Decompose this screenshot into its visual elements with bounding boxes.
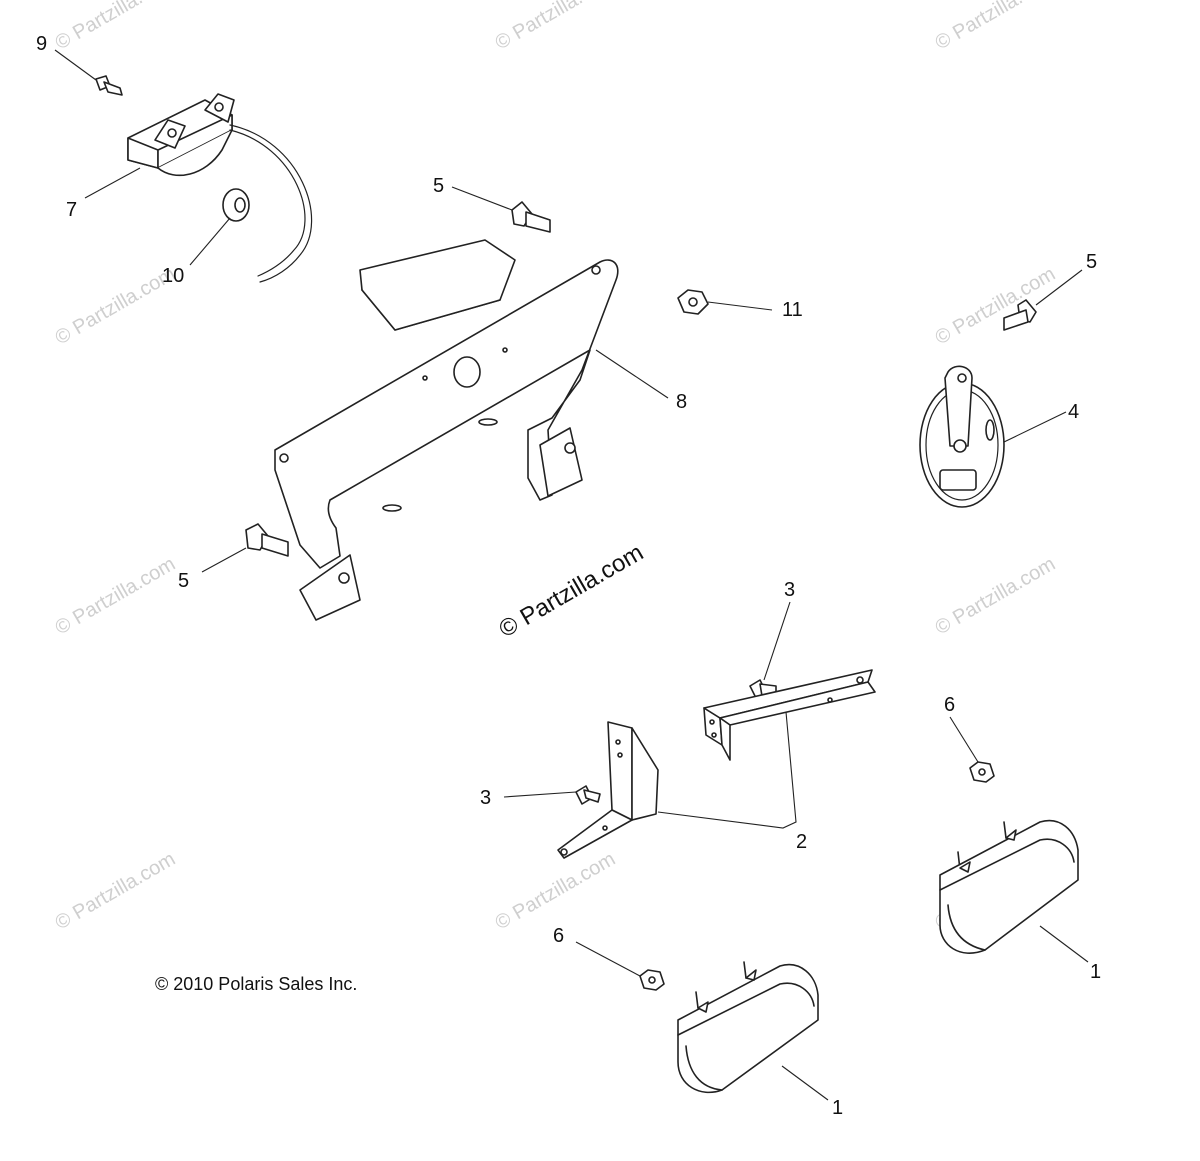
watermark-6: © Partzilla.com — [932, 263, 1060, 349]
part-3-bolt-lower — [575, 785, 601, 805]
part-1-lamp-lower — [677, 961, 819, 1094]
part-5-bolt-top — [511, 201, 551, 233]
callout-11: 11 — [782, 299, 803, 321]
part-9-bolt — [95, 75, 123, 96]
callout-8: 8 — [676, 391, 687, 413]
callout-7: 7 — [66, 199, 77, 221]
callout-5-right: 5 — [1086, 251, 1097, 273]
part-1-lamp-right — [939, 819, 1079, 954]
part-7-module — [127, 93, 313, 283]
callout-3-upper: 3 — [784, 579, 795, 601]
part-10-grommet — [222, 188, 250, 222]
copyright-text: © 2010 Polaris Sales Inc. — [155, 974, 357, 994]
part-2-bracket-lower — [557, 721, 659, 859]
callout-4: 4 — [1068, 401, 1079, 423]
callout-5-top: 5 — [433, 175, 444, 197]
watermark-10: © Partzilla.com — [492, 848, 620, 934]
watermark-2: © Partzilla.com — [492, 0, 620, 54]
watermark-8: © Partzilla.com — [932, 553, 1060, 639]
watermark-7: © Partzilla.com — [52, 553, 180, 639]
callout-1-lower: 1 — [832, 1097, 843, 1119]
part-5-bolt-right — [1003, 299, 1037, 331]
callout-1-right: 1 — [1090, 961, 1101, 983]
callouts: 9 7 10 5 11 8 5 4 5 3 3 6 2 6 1 1 — [36, 33, 1101, 1119]
watermark-1: © Partzilla.com — [52, 0, 180, 54]
leader-lines — [54, 49, 1089, 1101]
callout-3-lower: 3 — [480, 787, 491, 809]
part-5-bolt-left — [245, 523, 289, 557]
part-6-nut-lower — [639, 969, 665, 991]
part-2-bracket-upper — [703, 669, 876, 761]
watermark-3: © Partzilla.com — [932, 0, 1060, 54]
callout-6-lower: 6 — [553, 925, 564, 947]
callout-10: 10 — [162, 265, 184, 287]
callout-2: 2 — [796, 831, 807, 853]
part-8-bracket — [274, 239, 619, 621]
part-4-horn — [919, 365, 1005, 508]
callout-5-left: 5 — [178, 570, 189, 592]
watermark-4: © Partzilla.com — [52, 263, 180, 349]
watermark-center: © Partzilla.com — [495, 539, 649, 643]
callout-6-upper: 6 — [944, 694, 955, 716]
part-6-nut-upper — [969, 761, 995, 783]
part-11-nut — [677, 289, 709, 315]
watermark-9: © Partzilla.com — [52, 848, 180, 934]
callout-9: 9 — [36, 33, 47, 55]
